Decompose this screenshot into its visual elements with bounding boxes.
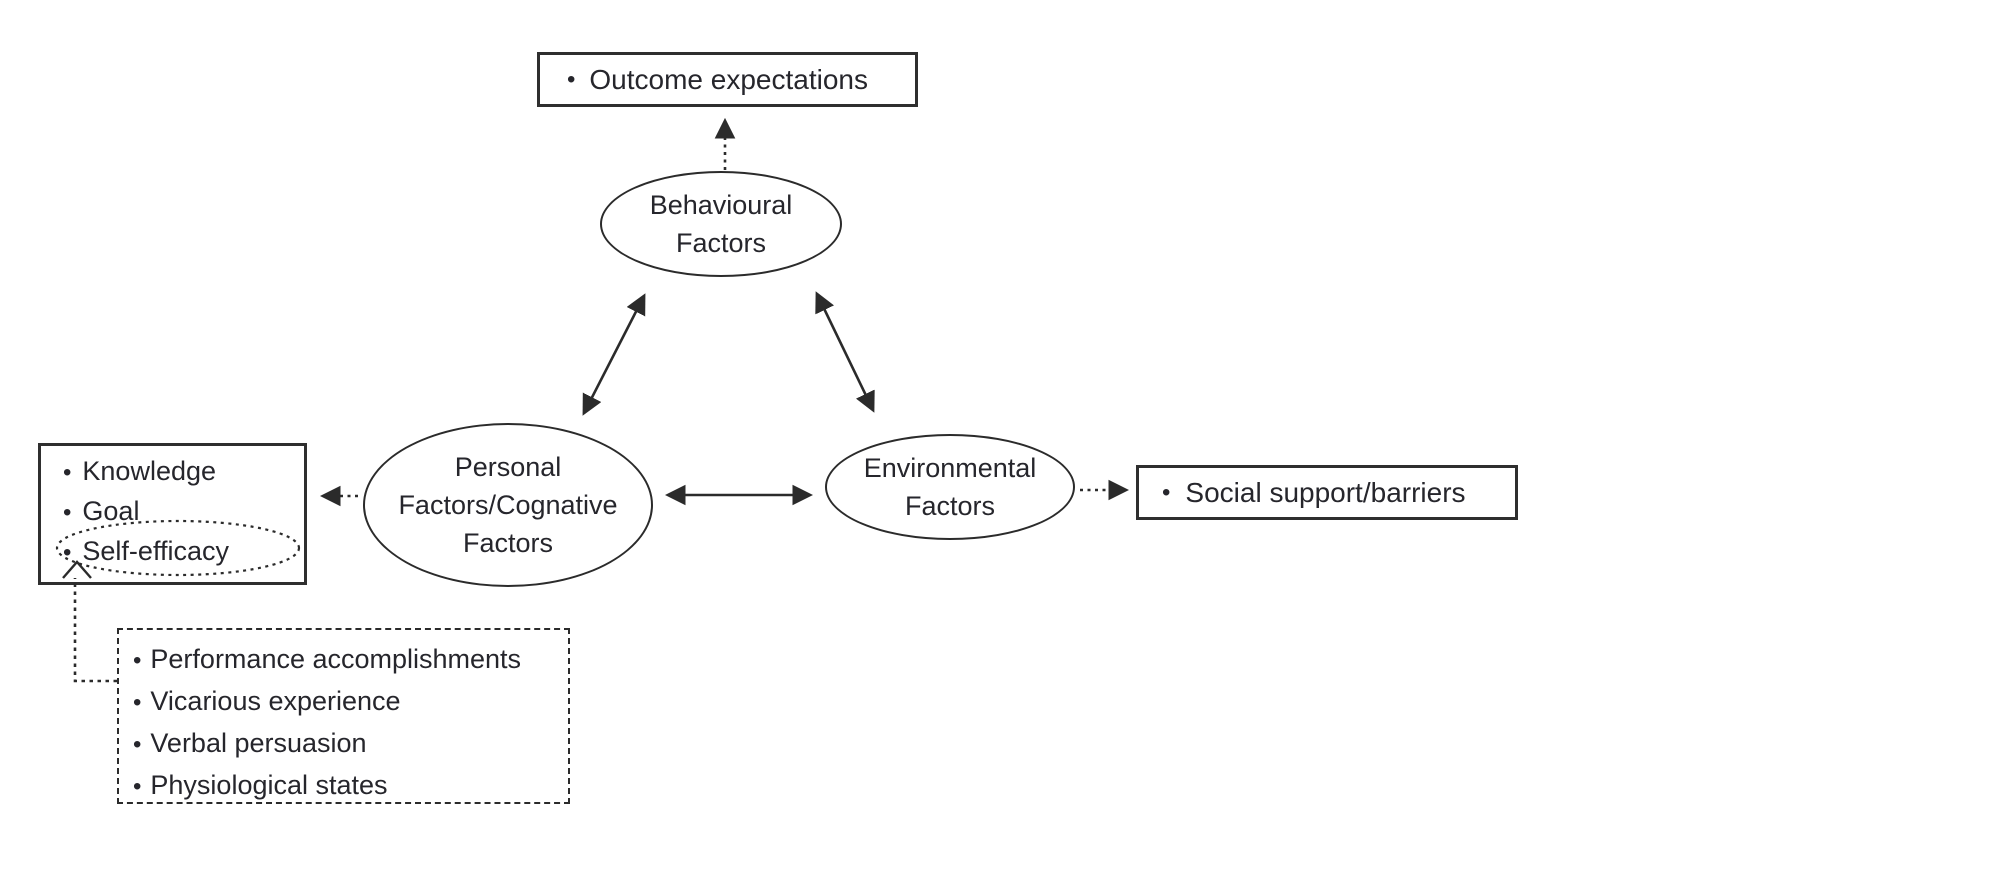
list-item-verbal-persuasion: • Verbal persuasion [133, 723, 568, 765]
performance-accomplishments-label: Performance accomplishments [150, 644, 522, 674]
bullet-dot: • [133, 689, 142, 716]
environmental-factors-label-line2: Factors [904, 491, 996, 521]
verbal-persuasion-label: Verbal persuasion [150, 728, 367, 758]
personal-factors-label-line3: Factors [462, 528, 554, 558]
self-efficacy-label: Self-efficacy [82, 536, 229, 566]
bullet-dot: • [567, 65, 576, 93]
self-efficacy-sources-box: • Performance accomplishments • Vicariou… [117, 628, 570, 804]
social-support-box: • Social support/barriers [1136, 465, 1518, 520]
knowledge-label: Knowledge [82, 456, 217, 486]
bullet-dot: • [133, 773, 142, 800]
outcome-expectations-box: • Outcome expectations [537, 52, 918, 107]
social-support-label: Social support/barriers [1185, 476, 1466, 508]
bullet-dot: • [63, 459, 72, 486]
goal-label: Goal [82, 496, 140, 526]
personal-factors-label-line1: Personal [454, 452, 562, 482]
physiological-states-label: Physiological states [150, 770, 388, 800]
list-item-goal: • Goal [63, 492, 304, 532]
arrow-behavioural-personal [582, 293, 646, 416]
behavioural-factors-node: Behavioural Factors [600, 171, 842, 277]
behavioural-factors-label-line1: Behavioural [649, 190, 793, 220]
outcome-expectations-label: Outcome expectations [589, 63, 868, 95]
behavioural-factors-label-line2: Factors [675, 228, 767, 258]
bullet-dot: • [63, 499, 72, 526]
bullet-dot: • [1162, 478, 1171, 506]
list-item-physiological-states: • Physiological states [133, 765, 568, 807]
bullet-dot: • [133, 647, 142, 674]
bullet-dot: • [63, 539, 72, 566]
vicarious-experience-label: Vicarious experience [150, 686, 401, 716]
list-item-knowledge: • Knowledge [63, 452, 304, 492]
bullet-dot: • [133, 731, 142, 758]
environmental-factors-node: Environmental Factors [825, 434, 1075, 540]
list-item-vicarious-experience: • Vicarious experience [133, 681, 568, 723]
personal-factors-label-line2: Factors/Cognative [398, 490, 618, 520]
environmental-factors-label-line1: Environmental [863, 453, 1037, 483]
arrow-behavioural-environmental [815, 291, 875, 413]
personal-attributes-box: • Knowledge • Goal • Self-efficacy [38, 443, 307, 585]
list-item-self-efficacy: • Self-efficacy [63, 532, 304, 572]
arrow-sources-to-self-efficacy [73, 578, 117, 683]
personal-factors-node: Personal Factors/Cognative Factors [363, 423, 653, 587]
list-item-performance-accomplishments: • Performance accomplishments [133, 639, 568, 681]
